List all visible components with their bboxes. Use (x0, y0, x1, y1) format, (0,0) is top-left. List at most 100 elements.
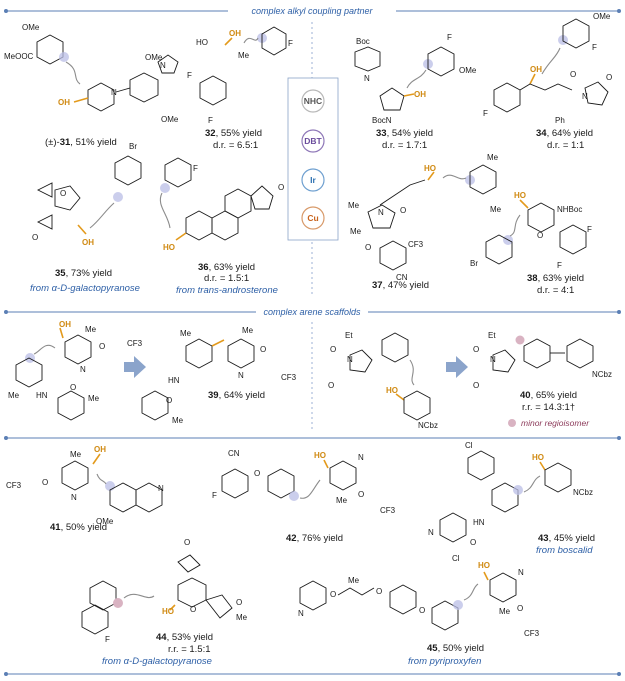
svg-text:Me: Me (336, 496, 348, 505)
substrate-40-structure: Et O N O HO NCbz (328, 331, 438, 430)
section-banner-arene: complex arene scaffolds (4, 307, 621, 317)
svg-text:N: N (378, 208, 384, 217)
svg-text:HN: HN (473, 518, 485, 527)
svg-text:O: O (570, 70, 576, 79)
svg-text:O: O (42, 478, 48, 487)
compound-43-structure: Cl HO NCbz HN O N Cl (428, 441, 593, 563)
svg-text:HN: HN (36, 391, 48, 400)
svg-text:Me: Me (242, 326, 254, 335)
svg-text:F: F (105, 635, 110, 644)
svg-text:O: O (470, 538, 476, 547)
svg-text:NCbz: NCbz (592, 370, 612, 379)
substrate-39-structure: OH N Me O CF3 Me HN O Me (8, 320, 143, 421)
svg-text:F: F (447, 33, 452, 42)
svg-text:Cl: Cl (452, 554, 460, 563)
svg-text:N: N (111, 88, 117, 97)
compound-35-source: from α-D-galactopyranose (30, 283, 140, 294)
svg-text:O: O (517, 604, 523, 613)
svg-text:Me: Me (180, 329, 192, 338)
svg-text:NCbz: NCbz (573, 488, 593, 497)
svg-text:OMe: OMe (593, 12, 611, 21)
compound-36-caption: 36, 63% yield (198, 262, 255, 273)
svg-text:HO: HO (532, 453, 544, 462)
compound-34-structure: F OH OMe F O N O Ph (483, 12, 612, 125)
svg-text:CF3: CF3 (380, 506, 396, 515)
compound-41-caption: 41, 50% yield (50, 522, 107, 533)
svg-text:O: O (166, 396, 172, 405)
svg-text:Me: Me (236, 613, 248, 622)
svg-text:CN: CN (396, 273, 408, 282)
compound-33-caption: 33, 54% yield (376, 128, 433, 139)
svg-text:HO: HO (424, 164, 436, 173)
svg-text:O: O (419, 606, 425, 615)
svg-text:OMe: OMe (145, 53, 163, 62)
svg-text:OMe: OMe (161, 115, 179, 124)
minor-regioisomer-legend-dot (508, 419, 516, 427)
section-title-alkyl: complex alkyl coupling partner (251, 6, 373, 16)
reaction-arrow-1 (124, 356, 146, 378)
svg-text:O: O (330, 590, 336, 599)
bottom-rule (4, 672, 621, 676)
compound-42-structure: CN F O HO N Me O CF3 (212, 449, 396, 515)
compound-44-source: from α-D-galactopyranose (102, 656, 212, 667)
compound-40-caption: 40, 65% yield (520, 390, 577, 401)
svg-text:N: N (582, 92, 588, 101)
svg-text:HO: HO (162, 607, 174, 616)
compound-38-dr: d.r. = 4:1 (537, 285, 574, 296)
compound-40-structure: Et O N O NCbz (473, 331, 612, 390)
svg-text:O: O (358, 490, 364, 499)
svg-text:O: O (236, 598, 242, 607)
compound-34-caption: 34, 64% yield (536, 128, 593, 139)
svg-text:HN: HN (168, 376, 180, 385)
svg-text:N: N (428, 528, 434, 537)
svg-text:O: O (260, 345, 266, 354)
svg-text:F: F (208, 116, 213, 125)
compound-37-caption: 37, 47% yield (372, 280, 429, 291)
compound-36-structure: F O HO (159, 157, 284, 252)
svg-text:MeOOC: MeOOC (4, 52, 34, 61)
svg-text:O: O (70, 383, 76, 392)
svg-text:OH: OH (82, 238, 94, 247)
svg-text:Me: Me (8, 391, 20, 400)
compound-44-caption: 44, 53% yield (156, 632, 213, 643)
svg-text:HO: HO (386, 386, 398, 395)
compound-32-dr: d.r. = 6.5:1 (213, 140, 258, 151)
svg-text:Br: Br (470, 259, 478, 268)
compound-36-dr: d.r. = 1.5:1 (204, 273, 249, 284)
svg-text:OMe: OMe (96, 517, 114, 526)
compound-43-caption: 43, 45% yield (538, 533, 595, 544)
compound-31-caption: (±)-31, 51% yield (45, 137, 117, 148)
svg-text:O: O (376, 587, 382, 596)
svg-text:O: O (606, 73, 612, 82)
svg-text:Me: Me (85, 325, 97, 334)
svg-text:F: F (193, 164, 198, 173)
svg-text:O: O (60, 189, 66, 198)
compound-35-structure: O O OH Br (32, 142, 142, 247)
svg-text:OH: OH (58, 98, 70, 107)
compound-40-rr: r.r. = 14.3:1† (522, 402, 575, 413)
catalyst-cu: Cu (301, 206, 325, 230)
catalyst-dbt: DBT (301, 129, 325, 153)
svg-text:N: N (80, 365, 86, 374)
compound-41-structure: CF3 O N Me OH N OMe (6, 445, 164, 526)
svg-text:Me: Me (88, 394, 100, 403)
compound-44-rr: r.r. = 1.5:1 (168, 644, 211, 655)
compound-39-structure: Me HN O Me N Me O CF3 (141, 326, 297, 425)
minor-regioisomer-legend: minor regioisomer (521, 418, 590, 428)
svg-text:O: O (190, 605, 196, 614)
svg-text:OMe: OMe (459, 66, 477, 75)
svg-text:OH: OH (94, 445, 106, 454)
svg-text:Me: Me (238, 51, 250, 60)
compound-39-caption: 39, 64% yield (208, 390, 265, 401)
svg-text:N: N (347, 355, 353, 364)
svg-text:F: F (187, 71, 192, 80)
svg-text:Me: Me (348, 201, 360, 210)
svg-text:Me: Me (499, 607, 511, 616)
svg-text:Et: Et (345, 331, 353, 340)
svg-text:N: N (238, 371, 244, 380)
svg-text:CF3: CF3 (281, 373, 297, 382)
svg-text:F: F (483, 109, 488, 118)
svg-text:N: N (160, 61, 166, 70)
svg-text:Boc: Boc (356, 37, 370, 46)
